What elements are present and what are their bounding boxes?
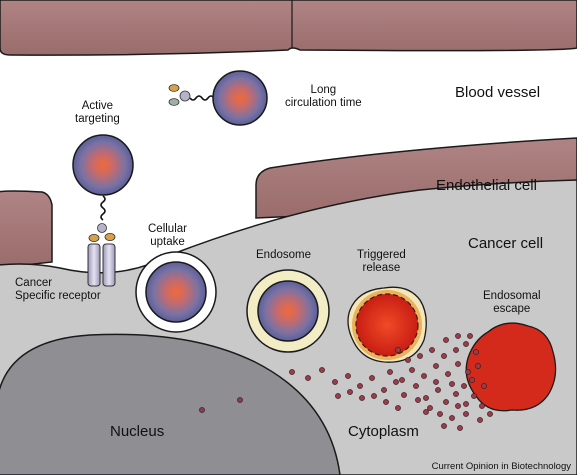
drug-dot (429, 347, 435, 353)
drug-dot (395, 405, 401, 411)
nanoparticle-long-circulation (168, 70, 268, 126)
label-cellular-uptake: Cellular uptake (148, 223, 187, 249)
drug-dot (469, 377, 475, 383)
drug-dot (433, 363, 439, 369)
label-triggered-release: Triggered release (357, 249, 406, 275)
drug-dot (473, 349, 479, 355)
label-endosomal-escape: Endosomal escape (483, 290, 541, 316)
receptor-icon (87, 243, 116, 287)
drug-dot (421, 373, 427, 379)
drug-dot (423, 395, 429, 401)
drug-dot (463, 341, 469, 347)
drug-dot (405, 357, 411, 363)
drug-dot (465, 369, 471, 375)
label-active-targeting: Active targeting (75, 100, 120, 126)
endosomal-escape-blob (465, 322, 557, 412)
figure-credit: Current Opinion in Biotechnology (431, 461, 571, 472)
drug-dot (445, 371, 451, 377)
drug-dot (399, 377, 405, 383)
label-cytoplasm: Cytoplasm (348, 423, 419, 440)
label-nucleus: Nucleus (110, 423, 165, 440)
label-cancer-cell: Cancer cell (468, 235, 544, 252)
drug-dot (417, 353, 423, 359)
drug-dot (393, 379, 399, 385)
drug-dot (335, 393, 341, 399)
drug-dot (357, 383, 363, 389)
drug-dot (369, 375, 375, 381)
drug-dot (481, 383, 487, 389)
label-blood-vessel: Blood vessel (455, 84, 541, 101)
drug-dot (401, 392, 407, 398)
drug-dot (443, 337, 449, 343)
drug-dot (305, 375, 311, 381)
drug-dot (437, 411, 443, 417)
drug-dot (435, 387, 441, 393)
drug-dot (449, 381, 455, 387)
vessel-wall-top (0, 0, 577, 56)
drug-dot (479, 403, 485, 409)
drug-molecule-icon (289, 333, 493, 431)
drug-dot (467, 333, 473, 339)
drug-dot (395, 347, 401, 353)
drug-dot (475, 363, 481, 369)
drug-dot (433, 379, 439, 385)
label-long-circulation: Long circulation time (285, 84, 362, 110)
drug-dot (463, 411, 469, 417)
label-endothelial-cell: Endothelial cell (436, 177, 537, 194)
drug-dot (463, 401, 469, 407)
triggered-release (347, 286, 427, 363)
drug-dot (487, 411, 493, 417)
drug-dot (457, 425, 463, 431)
nucleus (0, 333, 341, 475)
drug-dot (455, 333, 461, 339)
nanoparticle-cellular-uptake (135, 251, 217, 333)
drug-dot (413, 383, 419, 389)
drug-dot (443, 399, 449, 405)
drug-dot (461, 383, 467, 389)
drug-dot (449, 415, 455, 421)
label-cancer-receptor: Cancer Specific receptor (15, 277, 101, 303)
drug-dot (441, 423, 447, 429)
drug-dot (332, 379, 338, 385)
drug-dot (409, 367, 415, 373)
drug-dot (381, 387, 387, 393)
drug-dot (455, 403, 461, 409)
drug-dot (289, 369, 295, 375)
drug-dot (359, 395, 365, 401)
drug-dot (455, 361, 461, 367)
drug-dot (427, 405, 433, 411)
drug-dot (471, 393, 477, 399)
drug-dot (423, 409, 429, 415)
drug-dot (383, 399, 389, 405)
label-endosome: Endosome (256, 249, 311, 261)
drug-dot (453, 391, 459, 397)
drug-dot (371, 393, 377, 399)
drug-dot (347, 389, 353, 395)
drug-dot (441, 353, 447, 359)
drug-dot (319, 367, 325, 373)
drug-dot (453, 347, 459, 353)
nanoparticle-active-targeting (72, 134, 134, 242)
drug-dot (477, 417, 483, 423)
drug-dot (345, 373, 351, 379)
drug-dot (387, 369, 393, 375)
endosome (246, 269, 330, 353)
drug-dot (415, 397, 421, 403)
